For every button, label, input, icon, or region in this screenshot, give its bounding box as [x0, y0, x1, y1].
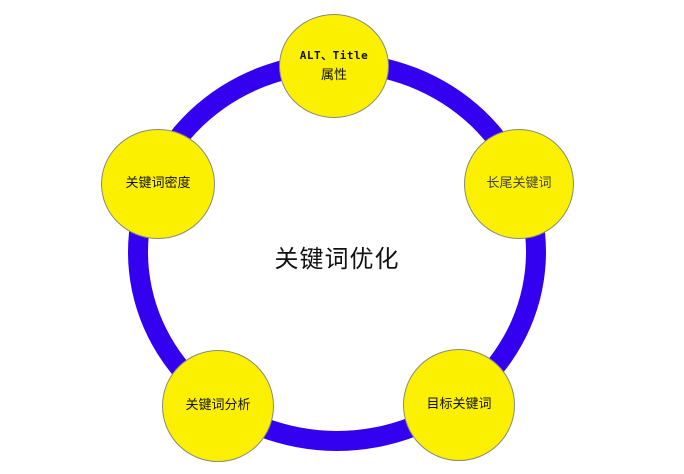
node-alt-title-line2: 属性 [320, 68, 347, 83]
node-long-tail-keywords-label: 长尾关键词 [486, 176, 552, 191]
node-target-keywords-label: 目标关键词 [426, 397, 492, 412]
node-alt-title-line1: ALT、Title [299, 49, 369, 62]
node-target-keywords: 目标关键词 [403, 349, 515, 461]
node-long-tail-keywords: 长尾关键词 [464, 129, 574, 239]
center-title: 关键词优化 [274, 245, 400, 273]
node-keyword-density: 关键词密度 [101, 129, 215, 239]
node-keyword-density-label: 关键词密度 [125, 176, 191, 191]
node-keyword-analysis-label: 关键词分析 [185, 398, 251, 413]
node-keyword-analysis: 关键词分析 [162, 350, 274, 462]
node-alt-title-attributes: ALT、Title 属性 [279, 14, 389, 118]
